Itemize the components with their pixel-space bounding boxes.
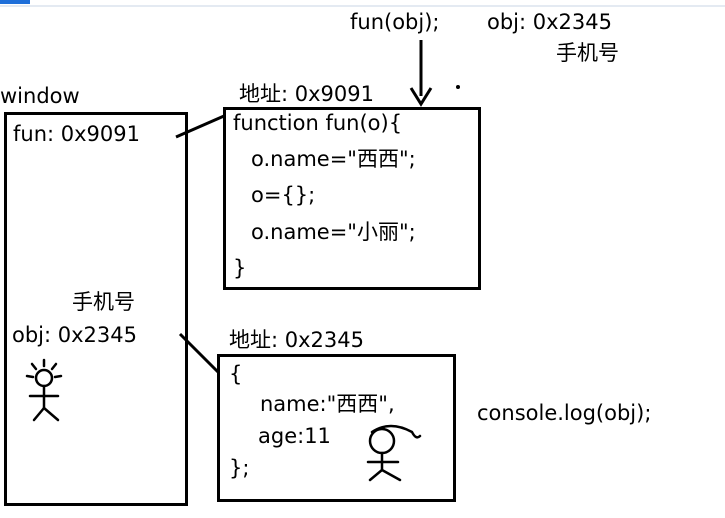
window-stick-figure (25, 358, 63, 422)
object-line-4: }; (229, 456, 250, 480)
function-line-2: o.name="西西"; (251, 147, 416, 171)
fun-connector (175, 114, 225, 139)
function-line-3: o={}; (251, 183, 316, 207)
corner-tab (0, 0, 30, 4)
window-label: window (0, 84, 80, 108)
function-box-address: 地址: 0x9091 (239, 82, 374, 106)
object-stick-figure (366, 424, 422, 482)
object-line-1: { (229, 362, 243, 386)
function-box (223, 107, 481, 290)
top-phone-note: 手机号 (556, 41, 619, 65)
window-obj-ref: obj: 0x2345 (12, 323, 137, 347)
window-box (4, 112, 188, 506)
stray-dot (456, 85, 460, 89)
call-arrow-head (409, 87, 433, 107)
window-fun-ref: fun: 0x9091 (13, 122, 140, 146)
top-obj-address: obj: 0x2345 (487, 10, 612, 34)
window-phone-note: 手机号 (72, 290, 135, 314)
console-log-text: console.log(obj); (477, 401, 652, 425)
object-box-address: 地址: 0x2345 (229, 328, 364, 352)
function-line-1: function fun(o){ (233, 111, 403, 135)
function-line-5: } (233, 256, 247, 280)
object-box (217, 354, 456, 502)
call-text: fun(obj); (350, 10, 440, 34)
object-line-2: name:"西西", (260, 392, 395, 416)
function-line-4: o.name="小丽"; (251, 220, 416, 244)
object-line-3: age:11 (258, 424, 331, 448)
